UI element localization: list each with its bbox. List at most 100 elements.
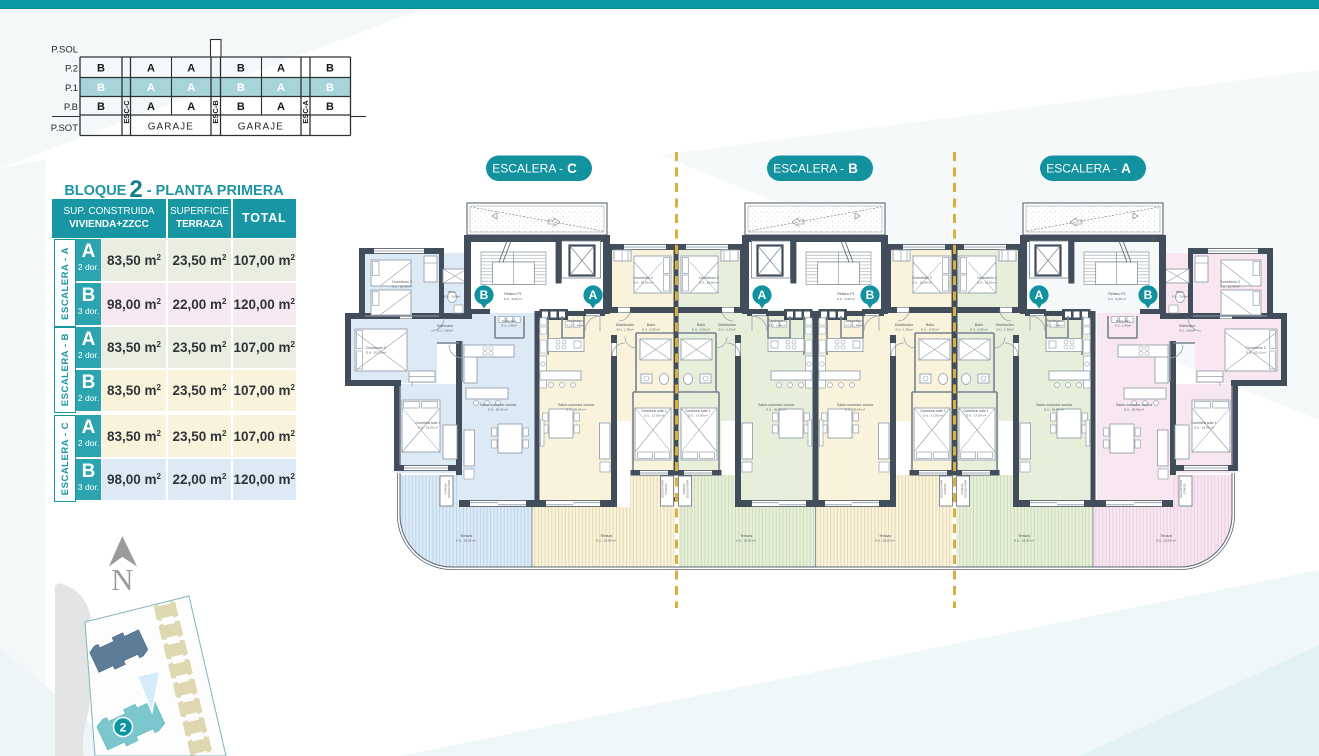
svg-text:S.U.: 33,50 m²: S.U.: 33,50 m² [1014,539,1034,543]
svg-text:Dormitorio suite 1: Dormitorio suite 1 [921,409,946,413]
svg-text:Rellano P1: Rellano P1 [1108,292,1126,296]
svg-text:P.1: P.1 [65,83,78,94]
svg-text:SECADO ROPA: SECADO ROPA [1180,480,1183,498]
svg-text:ESPACIO: ESPACIO [445,483,448,494]
svg-text:Dormitorio 2: Dormitorio 2 [699,276,719,280]
svg-text:B: B [237,63,245,75]
svg-text:S.U.: 33,50 m²: S.U.: 33,50 m² [596,539,616,543]
svg-text:S.U.: 17,00 m²: S.U.: 17,00 m² [966,414,986,418]
svg-text:S.U.: 33,50 m²: S.U.: 33,50 m² [736,539,756,543]
svg-text:S.U.: 2,80m²: S.U.: 2,80m² [1179,329,1195,333]
svg-text:B: B [848,161,858,176]
svg-text:B: B [237,101,245,113]
svg-text:B: B [326,82,334,94]
svg-text:S.U.: 30,40 m²: S.U.: 30,40 m² [1044,408,1064,412]
svg-text:S.U.: 9,00 m²: S.U.: 9,00 m² [504,297,522,301]
svg-text:A: A [1035,288,1044,302]
svg-text:S.U.: 10,10 m²: S.U.: 10,10 m² [366,351,386,355]
svg-text:Salón-comedor-cocina: Salón-comedor-cocina [758,403,794,407]
svg-text:B: B [1144,288,1153,302]
svg-text:B: B [326,101,334,113]
svg-text:ESC-A: ESC-A [301,100,310,124]
svg-text:S.U.: 33,50 m²: S.U.: 33,50 m² [875,539,895,543]
svg-text:ESC-B: ESC-B [211,100,220,124]
svg-text:Baño: Baño [448,290,456,294]
svg-text:Baño: Baño [647,323,655,327]
svg-text:S.U.: 3,80m²: S.U.: 3,80m² [1172,295,1188,299]
svg-text:Dormitorio 2: Dormitorio 2 [977,276,997,280]
svg-text:S.U.: 2,80m²: S.U.: 2,80m² [437,329,453,333]
svg-text:ESCALERA -: ESCALERA - [1046,162,1117,176]
svg-text:S.U.: 3,80m²: S.U.: 3,80m² [444,295,460,299]
svg-text:Distribuidor: Distribuidor [616,323,635,327]
svg-text:Tendedero: Tendedero [769,319,786,323]
svg-text:Distribuidor: Distribuidor [996,323,1015,327]
svg-text:S.U.: 9,00 m²: S.U.: 9,00 m² [837,297,855,301]
svg-text:Dormitorio suite 1: Dormitorio suite 1 [964,409,989,413]
svg-text:Salón-comedor-cocina: Salón-comedor-cocina [1116,403,1152,407]
svg-text:B: B [237,82,245,94]
svg-text:S.U.: 16,00 m²: S.U.: 16,00 m² [912,281,932,285]
svg-text:A: A [147,82,155,94]
svg-text:S.U.: 17,00 m²: S.U.: 17,00 m² [688,414,708,418]
svg-text:A: A [187,82,195,94]
svg-text:S.U.: 1,70m²: S.U.: 1,70m² [996,328,1013,332]
svg-text:S.U.: 1,70m²: S.U.: 1,70m² [895,328,912,332]
svg-text:Distribuidor: Distribuidor [895,323,914,327]
svg-text:S.U.: 16,00 m²: S.U.: 16,00 m² [633,281,653,285]
svg-text:Dormitorio 2: Dormitorio 2 [366,346,386,350]
svg-text:Baño: Baño [926,323,934,327]
svg-text:SECADO ROPA: SECADO ROPA [965,480,968,498]
svg-text:Distribuidor: Distribuidor [437,324,454,328]
svg-text:S.U.: 1,40m²: S.U.: 1,40m² [845,324,862,328]
svg-text:A: A [277,63,285,75]
svg-text:S.U.: 17,00 m²: S.U.: 17,00 m² [644,414,664,418]
svg-text:C: C [567,161,577,176]
svg-text:2: 2 [120,721,127,735]
svg-text:S.U.: 10,40 m²: S.U.: 10,40 m² [392,285,412,289]
svg-text:Salón-comedor-cocina: Salón-comedor-cocina [558,403,594,407]
svg-text:Terraza: Terraza [1160,534,1172,538]
svg-text:Dormitorio 3: Dormitorio 3 [1220,280,1240,284]
svg-text:A: A [758,288,767,302]
svg-text:A: A [187,101,195,113]
svg-text:S.U.: 1,70m²: S.U.: 1,70m² [718,328,735,332]
svg-text:A: A [147,63,155,75]
svg-text:A: A [187,63,195,75]
svg-text:Baño: Baño [1176,290,1184,294]
svg-text:Terraza: Terraza [740,534,752,538]
svg-text:S.U.: 1,40m²: S.U.: 1,40m² [768,324,785,328]
svg-text:Tendedero: Tendedero [846,319,863,323]
svg-text:Dormitorio suite 1: Dormitorio suite 1 [1192,421,1217,425]
svg-text:S.U.: 30,40 m²: S.U.: 30,40 m² [1124,408,1144,412]
svg-text:Tendedero: Tendedero [567,319,584,323]
svg-text:S.U.: 1,70m²: S.U.: 1,70m² [616,328,633,332]
svg-text:ESC-C: ESC-C [122,100,131,124]
svg-text:Dormitorio suite 1: Dormitorio suite 1 [416,421,441,425]
svg-text:Rellano P1: Rellano P1 [837,292,855,296]
svg-text:Distribuidor: Distribuidor [1179,324,1196,328]
svg-text:GARAJE: GARAJE [238,122,284,133]
svg-text:Salón-comedor-cocina: Salón-comedor-cocina [837,403,873,407]
svg-text:Terraza: Terraza [600,534,612,538]
svg-text:P.SOL: P.SOL [51,45,78,56]
svg-text:Rellano P1: Rellano P1 [504,292,522,296]
svg-text:Baño: Baño [975,323,983,327]
svg-text:SECADO ROPA: SECADO ROPA [687,480,690,498]
svg-text:A: A [1121,161,1131,176]
svg-text:S.U.: 13,20 m²: S.U.: 13,20 m² [1194,426,1214,430]
svg-text:Dormitorio 2: Dormitorio 2 [633,276,653,280]
svg-text:S.U.: 3,50 m²: S.U.: 3,50 m² [921,328,939,332]
svg-text:S.U.: 30,40 m²: S.U.: 30,40 m² [488,408,508,412]
svg-text:S.U.: 10,10 m²: S.U.: 10,10 m² [1246,351,1266,355]
svg-text:S.U.: 1,40m²: S.U.: 1,40m² [566,324,583,328]
svg-text:S.U.: 9,00 m²: S.U.: 9,00 m² [1108,297,1126,301]
svg-text:B: B [326,63,334,75]
svg-text:SECADO ROPA: SECADO ROPA [448,480,451,498]
svg-text:P.B: P.B [64,102,78,113]
svg-text:S.U.: 1,40m²: S.U.: 1,40m² [1115,324,1131,328]
svg-text:S.U.: 3,50 m²: S.U.: 3,50 m² [692,328,710,332]
svg-text:Salón-comedor-cocina: Salón-comedor-cocina [1036,403,1072,407]
svg-text:B: B [97,101,105,113]
svg-text:B: B [480,288,489,302]
